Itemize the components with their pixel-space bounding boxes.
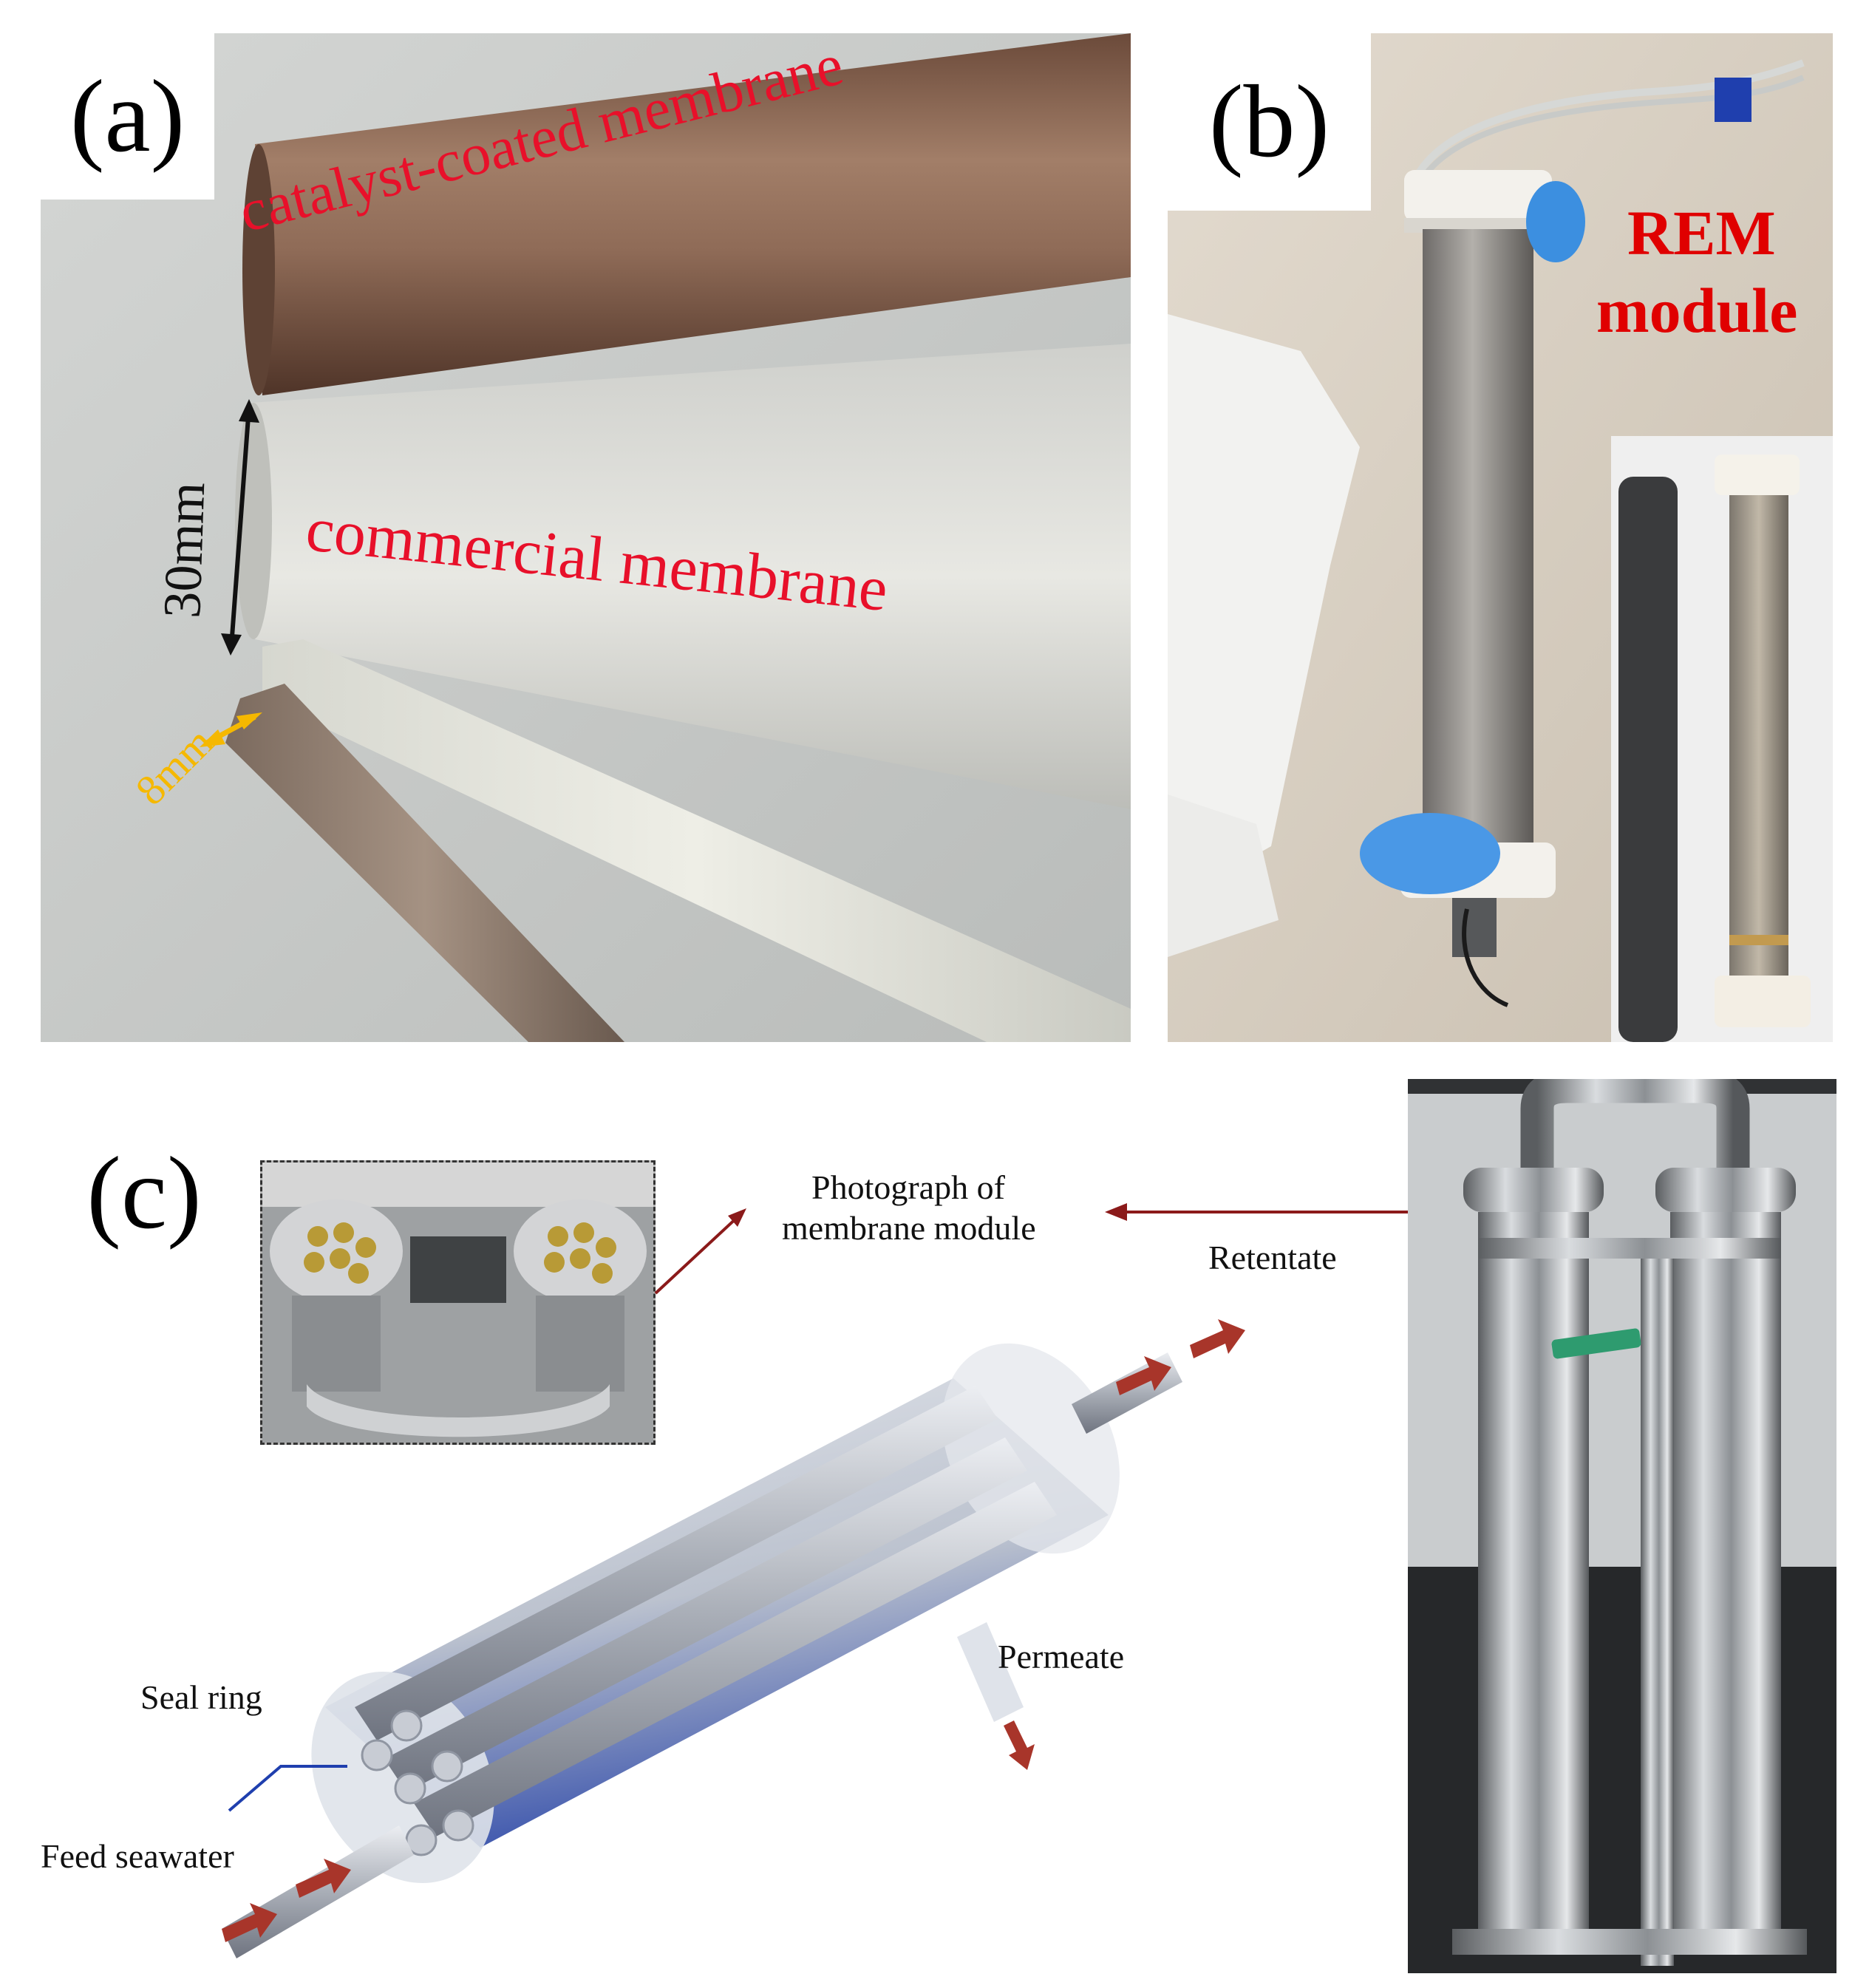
panel-a-photo: catalyst-coated membrane commercial memb… — [41, 33, 1131, 1042]
rem-title-line1: REM — [1627, 197, 1776, 268]
photo-caption-line2: membrane module — [782, 1209, 1036, 1247]
panel-a-label: (a) — [41, 33, 214, 200]
feed-seawater-label: Feed seawater — [41, 1837, 234, 1875]
panel-c-label: (c) — [86, 1136, 202, 1250]
panel-b-photo: REM module (b) — [1168, 33, 1833, 1042]
panel-c: (c) — [0, 1057, 1869, 1988]
membrane-module-diagram — [222, 1203, 1408, 1958]
module-ends-photo — [260, 1160, 656, 1445]
dimension-30mm-label: 30mm — [152, 481, 217, 619]
retentate-label: Retentate — [1208, 1239, 1337, 1276]
membrane-module-photo — [1408, 1079, 1836, 1973]
panel-b-label: (b) — [1168, 33, 1371, 211]
photo-caption-line1: Photograph of — [811, 1168, 1005, 1206]
seal-ring-label: Seal ring — [140, 1678, 262, 1716]
membrane-tubes-illustration — [41, 33, 1131, 1042]
permeate-label: Permeate — [998, 1638, 1125, 1675]
rem-title-line2: module — [1596, 275, 1798, 346]
